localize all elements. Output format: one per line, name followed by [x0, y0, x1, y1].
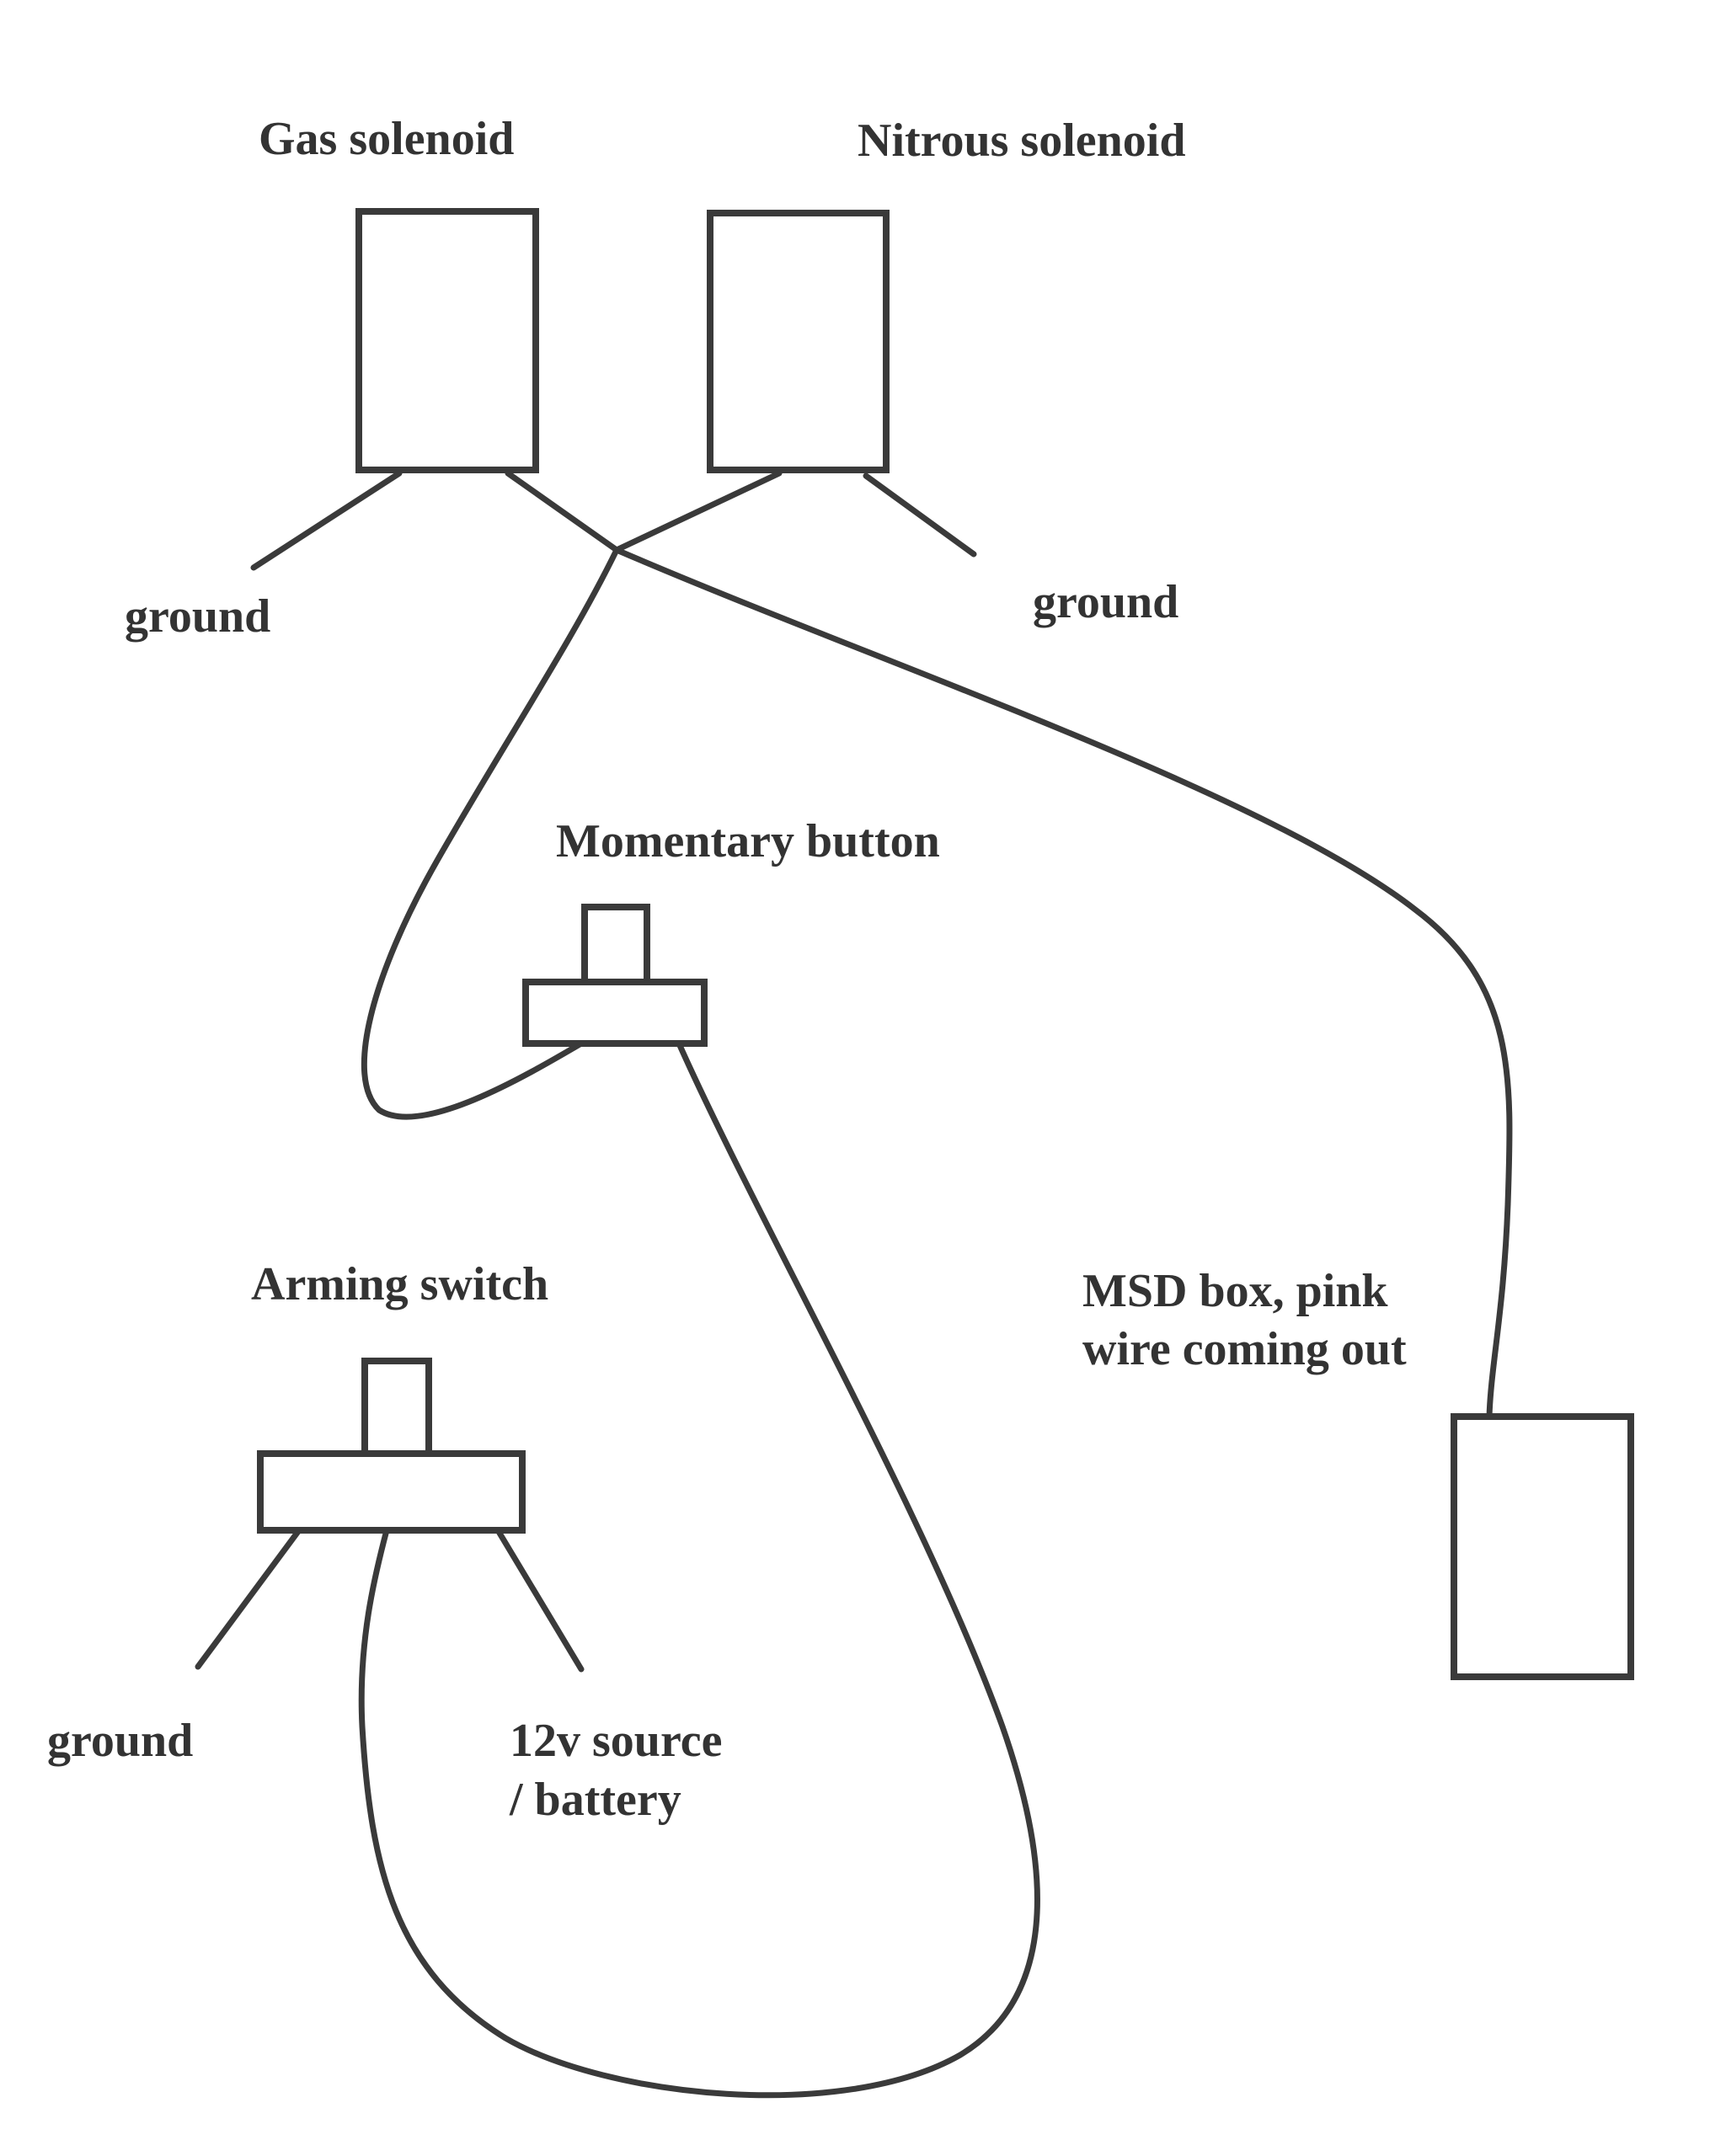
arming-switch-stem — [361, 1358, 432, 1457]
gas-solenoid-feed-wire — [505, 470, 620, 553]
nitrous-ground-label: ground — [1033, 576, 1178, 628]
nitrous-solenoid-ground-wire — [863, 472, 977, 558]
arming-switch-label: Arming switch — [251, 1258, 548, 1310]
gas-solenoid-label: Gas solenoid — [259, 113, 514, 165]
gas-solenoid-box — [355, 208, 539, 473]
source-label-line1: 12v source — [510, 1715, 723, 1767]
wires — [195, 470, 1513, 2099]
momentary-button-label: Momentary button — [556, 815, 940, 867]
gas-ground-label: ground — [125, 590, 270, 643]
nitrous-solenoid-feed-wire — [613, 470, 783, 553]
arming-switch-source-wire — [494, 1527, 585, 1673]
msd-box — [1451, 1413, 1634, 1680]
arming-ground-label: ground — [47, 1715, 193, 1767]
arming-switch-base — [257, 1450, 526, 1534]
momentary-button-stem — [581, 904, 650, 985]
junction-to-msd-wire — [613, 547, 1513, 1420]
junction-to-momentary-button-wire — [361, 547, 620, 1120]
msd-box-label-line2: wire coming out — [1082, 1323, 1407, 1375]
momentary-button-to-arming-switch-wire — [358, 1040, 1040, 2099]
momentary-button-base — [522, 979, 708, 1047]
msd-box-label-line1: MSD box, pink — [1082, 1265, 1388, 1317]
gas-solenoid-ground-wire — [250, 470, 403, 571]
source-label-line2: / battery — [509, 1774, 681, 1826]
nitrous-solenoid-label: Nitrous solenoid — [858, 115, 1185, 167]
arming-switch-ground-wire — [195, 1527, 302, 1670]
nitrous-solenoid-box — [707, 210, 890, 473]
